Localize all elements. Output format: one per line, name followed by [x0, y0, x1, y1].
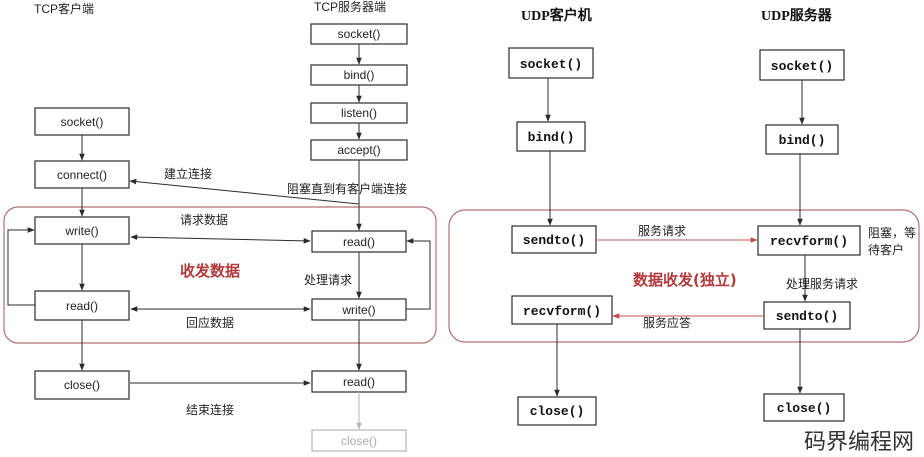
tcp-server-write-node: write() — [311, 298, 407, 321]
udp-server-recvfrom-label: recvform() — [770, 234, 848, 249]
tcp-client-socket-label: socket() — [61, 115, 104, 129]
udp-client-sendto-label: sendto() — [523, 233, 585, 248]
udp-client-socket-node: socket() — [508, 47, 594, 79]
udp-server-close-label: close() — [777, 401, 832, 416]
tcp-client-write-node: write() — [34, 216, 130, 245]
udp-label-service-request: 服务请求 — [638, 223, 686, 238]
udp-label-block-line2: 待客户 — [868, 242, 904, 257]
udp-server-socket-label: socket() — [771, 59, 833, 74]
udp-server-close-node: close() — [763, 393, 845, 422]
udp-server-sendto-node: sendto() — [763, 301, 851, 330]
udp-client-socket-label: socket() — [520, 57, 582, 72]
tcp-label-process: 处理请求 — [304, 273, 352, 287]
udp-server-socket-node: socket() — [759, 49, 845, 81]
udp-client-close-node: close() — [517, 396, 597, 426]
udp-server-recvfrom-node: recvform() — [757, 225, 861, 256]
tcp-server-close-label: close() — [341, 434, 377, 448]
tcp-label-transfer: 收发数据 — [180, 262, 240, 280]
tcp-client-connect-node: connect() — [34, 160, 130, 189]
tcp-label-end: 结束连接 — [186, 402, 234, 417]
tcp-server-listen-node: listen() — [310, 102, 408, 124]
udp-client-title: UDP客户机 — [521, 7, 592, 24]
tcp-server-accept-node: accept() — [310, 139, 408, 161]
udp-server-bind-node: bind() — [765, 124, 839, 155]
tcp-client-close-label: close() — [64, 378, 100, 392]
tcp-server-loop-arrow — [406, 238, 431, 310]
tcp-server-title: TCP服务器端 — [314, 0, 386, 14]
tcp-client-read-node: read() — [34, 290, 130, 321]
udp-client-bind-label: bind() — [528, 130, 575, 145]
tcp-client-title: TCP客户端 — [34, 1, 94, 16]
tcp-server-read-node: read() — [311, 230, 407, 253]
tcp-server-socket-label: socket() — [338, 27, 381, 41]
tcp-transfer-region — [3, 206, 437, 344]
watermark-text: 码界编程网 — [804, 430, 914, 455]
tcp-arrow-establish — [129, 178, 360, 205]
udp-label-transfer: 数据收发(独立) — [633, 271, 737, 289]
udp-label-service-reply: 服务应答 — [643, 315, 691, 330]
tcp-client-read-label: read() — [66, 299, 98, 313]
tcp-client-connect-label: connect() — [57, 168, 107, 182]
udp-label-process: 处理服务请求 — [786, 276, 858, 291]
tcp-server-write-label: write() — [341, 303, 375, 317]
udp-client-recvfrom-node: recvform() — [511, 295, 613, 325]
tcp-server-accept-label: accept() — [337, 143, 380, 157]
udp-client-recvfrom-label: recvform() — [523, 304, 601, 319]
tcp-client-write-label: write() — [64, 224, 98, 238]
udp-transfer-region — [448, 209, 920, 343]
udp-label-block-line1: 阻塞，等 — [868, 225, 916, 240]
tcp-label-block: 阻塞直到有客户端连接 — [287, 181, 407, 196]
udp-client-sendto-node: sendto() — [511, 225, 597, 254]
tcp-client-close-node: close() — [34, 370, 130, 400]
udp-server-sendto-label: sendto() — [776, 309, 838, 324]
udp-server-title: UDP服务器 — [761, 7, 833, 24]
tcp-arrow-request — [130, 234, 311, 244]
tcp-client-socket-node: socket() — [34, 107, 130, 136]
tcp-server-read2-label: read() — [343, 375, 375, 389]
tcp-label-establish: 建立连接 — [164, 166, 212, 181]
tcp-server-close-node: close() — [311, 429, 407, 452]
tcp-server-listen-label: listen() — [341, 106, 377, 120]
tcp-server-bind-node: bind() — [310, 64, 408, 86]
tcp-server-socket-node: socket() — [310, 23, 408, 45]
tcp-label-request: 请求数据 — [180, 212, 228, 227]
udp-client-close-label: close() — [530, 404, 585, 419]
tcp-label-reply: 回应数据 — [186, 315, 234, 330]
udp-server-bind-label: bind() — [779, 133, 826, 148]
tcp-server-read-label: read() — [343, 235, 375, 249]
tcp-server-bind-label: bind() — [344, 68, 375, 82]
udp-client-bind-node: bind() — [516, 121, 586, 152]
tcp-server-read2-node: read() — [311, 370, 407, 393]
tcp-client-loop-arrow — [7, 227, 35, 306]
